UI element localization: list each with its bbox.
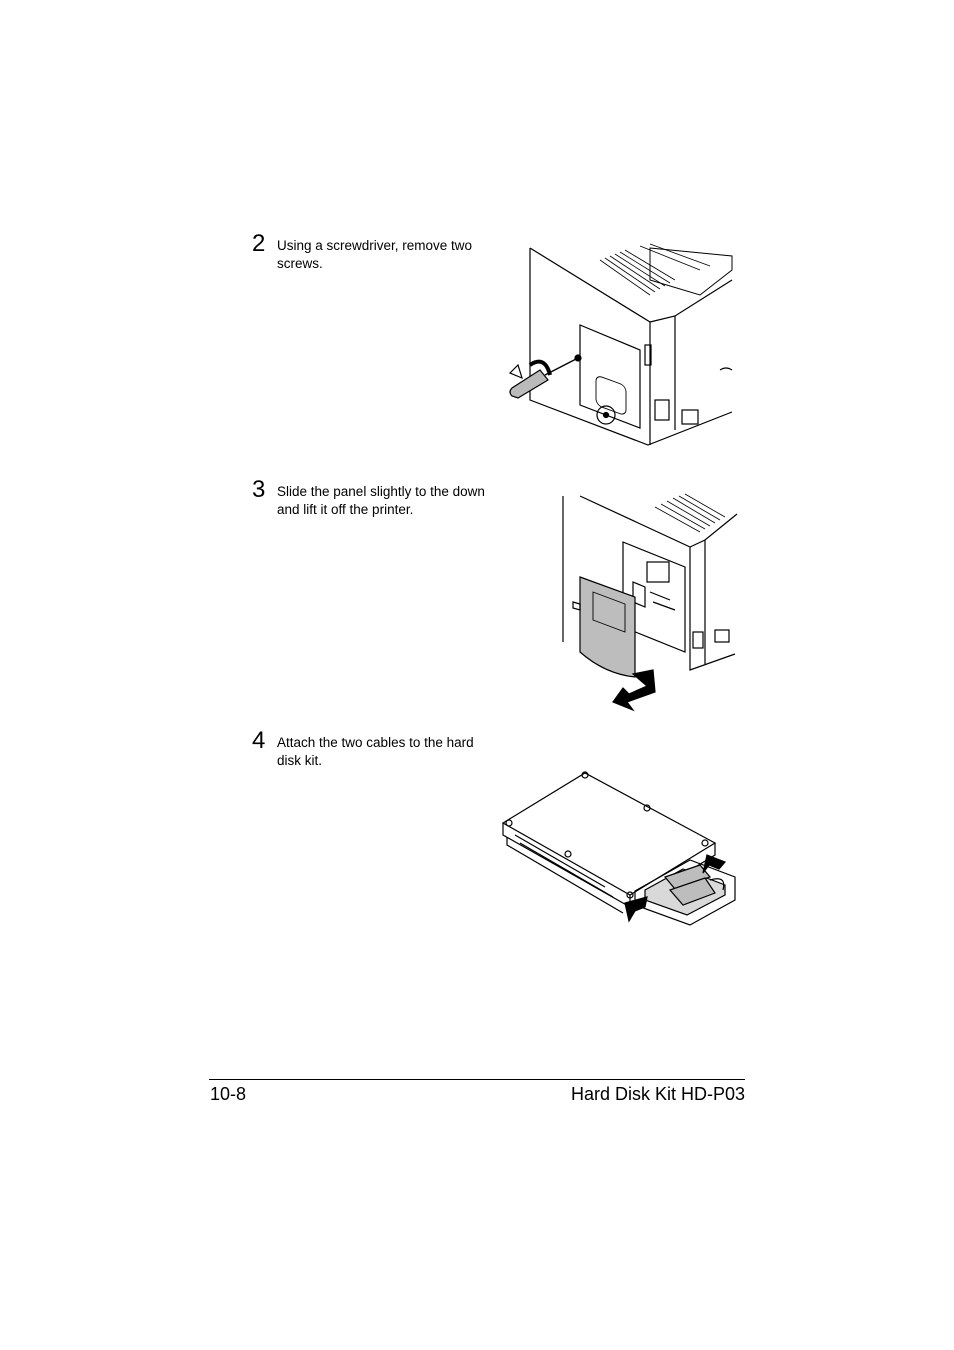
step-number: 3 xyxy=(252,476,266,503)
document-title: Hard Disk Kit HD-P03 xyxy=(570,1084,745,1104)
hard-disk-cable-illustration xyxy=(495,765,743,933)
page-number: 10-8 xyxy=(210,1084,247,1104)
footer-divider xyxy=(209,1079,745,1080)
panel-removal-illustration xyxy=(555,492,740,712)
step-instruction: Using a screwdriver, remove two screws. xyxy=(277,238,473,271)
step-number: 2 xyxy=(252,230,266,257)
screw-removal-illustration xyxy=(500,240,736,450)
step-number: 4 xyxy=(252,727,266,754)
step-instruction: Slide the panel slightly to the down and… xyxy=(277,484,485,517)
step-instruction: Attach the two cables to the hard disk k… xyxy=(277,735,474,768)
